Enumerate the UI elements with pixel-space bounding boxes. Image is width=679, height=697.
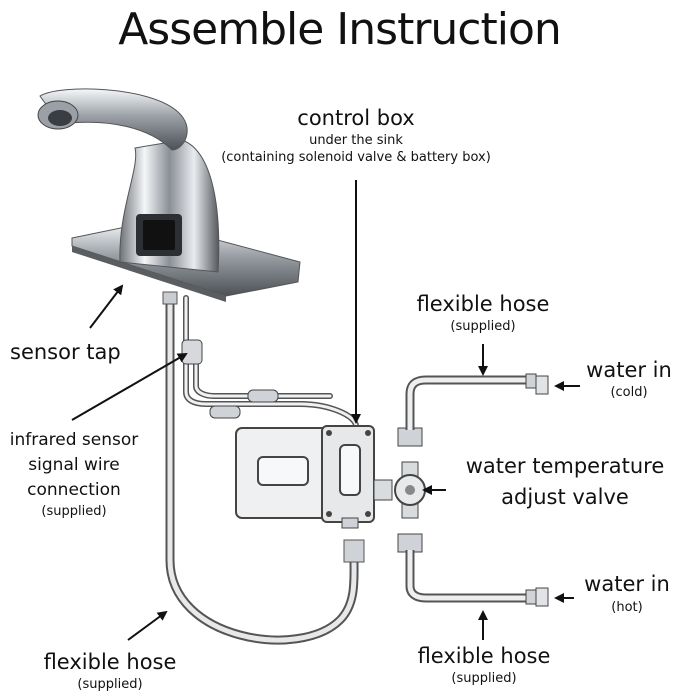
hose-top-label: flexible hose — [416, 292, 550, 316]
hose-bottom-right-label: flexible hose — [417, 644, 551, 668]
water-in-cold-sub: (cold) — [610, 385, 648, 400]
infrared-label-line1: infrared sensor — [9, 430, 139, 450]
temp-valve-label-line1: water temperature — [465, 454, 665, 478]
infrared-label-line2: signal wire — [28, 455, 120, 475]
water-in-hot-label: water in — [584, 572, 670, 596]
hot-hose — [405, 550, 549, 607]
signal-wire — [181, 295, 359, 429]
sensor-tap-drawing — [37, 88, 301, 302]
infrared-label-line3: connection — [27, 480, 121, 500]
temperature-valve-drawing — [394, 427, 426, 553]
control-box-sub1: under the sink — [309, 133, 403, 148]
control-box-label: control box — [297, 106, 415, 130]
water-in-hot-sub: (hot) — [611, 600, 643, 615]
arrow-hose-bottom-left — [127, 610, 168, 641]
hose-top-sub: (supplied) — [450, 319, 516, 334]
cold-hose — [405, 373, 549, 430]
sensor-tap-label: sensor tap — [10, 340, 121, 364]
hose-bottom-left-sub: (supplied) — [77, 677, 143, 692]
hose-bottom-left-label: flexible hose — [43, 650, 177, 674]
arrow-sensor-tap — [89, 284, 124, 329]
page-title: Assemble Instruction — [118, 4, 562, 55]
infrared-sub: (supplied) — [41, 504, 107, 519]
temp-valve-label-line2: adjust valve — [501, 485, 629, 509]
left-flexible-hose — [162, 291, 365, 645]
arrow-infrared — [71, 352, 188, 421]
control-box-drawing — [235, 425, 393, 529]
hose-bottom-right-sub: (supplied) — [451, 671, 517, 686]
water-in-cold-label: water in — [586, 358, 672, 382]
pointer-arrows — [71, 180, 580, 641]
control-box-sub2: (containing solenoid valve & battery box… — [221, 150, 491, 165]
